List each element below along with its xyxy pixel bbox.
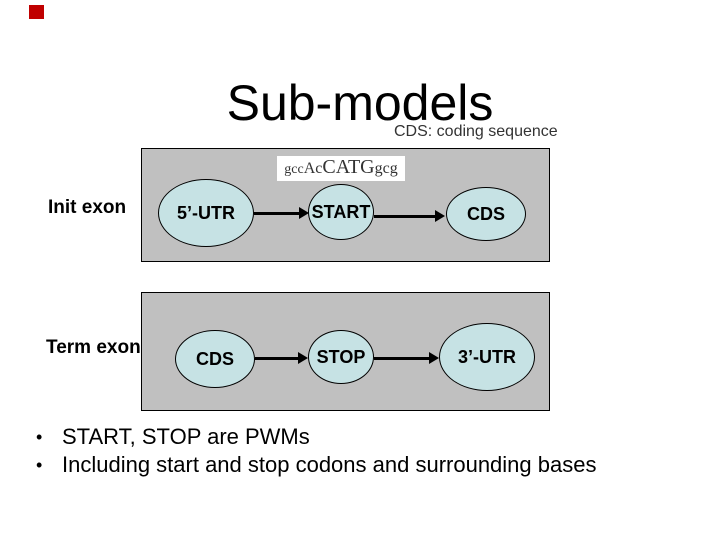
sequence-logo-part: CATG (322, 156, 375, 178)
arrow-shaft (254, 212, 301, 215)
cds-definition-note: CDS: coding sequence (394, 123, 558, 140)
transition-arrow (374, 210, 445, 222)
term-exon-label: Term exon (46, 337, 141, 358)
transition-arrow (374, 352, 439, 364)
bullet-dot-icon: • (36, 455, 43, 475)
arrow-head-icon (429, 352, 439, 364)
slide-corner-accent (29, 5, 44, 19)
transition-arrow (254, 207, 309, 219)
sequence-logo-part: Ac (303, 160, 323, 177)
bullet-text: Including start and stop codons and surr… (62, 452, 597, 477)
term-exon-panel: CDS STOP 3’-UTR (141, 292, 550, 411)
sequence-logo-part: gcc (284, 162, 304, 177)
bullet-item: • Including start and stop codons and su… (36, 451, 700, 479)
arrow-shaft (255, 357, 300, 360)
node-start: START (308, 184, 374, 240)
node-cds: CDS (446, 187, 526, 241)
sequence-logo-part: gcg (374, 160, 398, 177)
init-exon-label: Init exon (48, 197, 127, 218)
bullet-list: • START, STOP are PWMs • Including start… (36, 423, 700, 479)
bullet-item: • START, STOP are PWMs (36, 423, 700, 451)
arrow-shaft (374, 215, 437, 218)
node-5utr: 5’-UTR (158, 179, 254, 247)
bullet-dot-icon: • (36, 427, 43, 447)
transition-arrow (255, 352, 308, 364)
arrow-shaft (374, 357, 431, 360)
node-cds: CDS (175, 330, 255, 388)
bullet-text: START, STOP are PWMs (62, 424, 310, 449)
arrow-head-icon (299, 207, 309, 219)
arrow-head-icon (298, 352, 308, 364)
page-title: Sub-models (226, 74, 494, 131)
arrow-head-icon (435, 210, 445, 222)
node-stop: STOP (308, 330, 374, 384)
node-3utr: 3’-UTR (439, 323, 535, 391)
